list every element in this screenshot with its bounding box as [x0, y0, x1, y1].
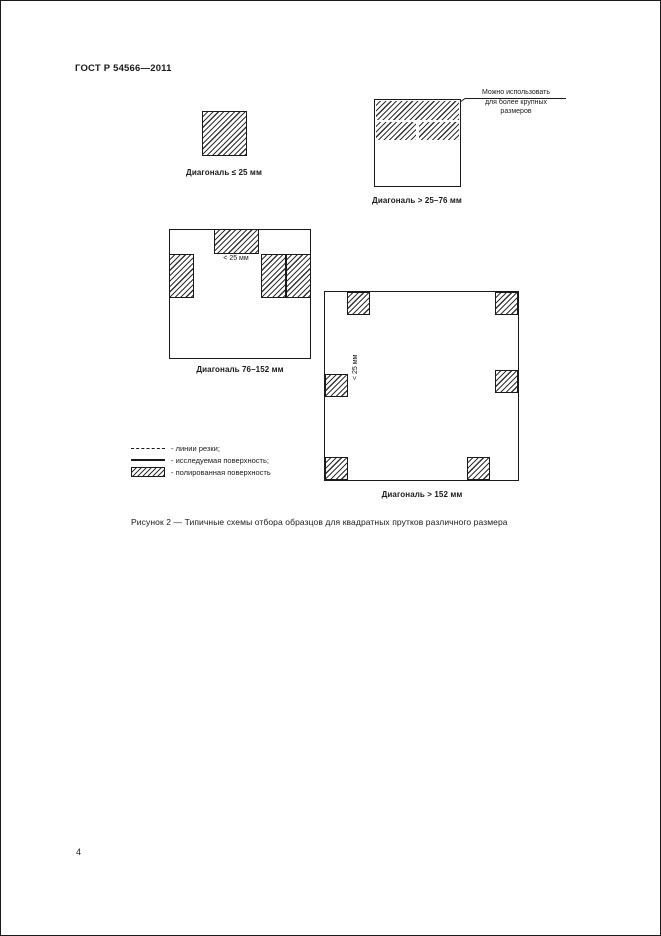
page-number: 4: [76, 847, 82, 857]
figure-label-xlarge: Диагональ > 152 мм: [381, 490, 463, 499]
figure-caption: Рисунок 2 — Типичные схемы отбора образц…: [131, 517, 508, 527]
legend-item-polished-surface: - полированная поверхность: [131, 466, 271, 478]
polished-square-top-center: [214, 229, 259, 254]
polished-square-left: [169, 254, 194, 298]
polished-square-right-inner: [261, 254, 286, 298]
legend-label: - полированная поверхность: [171, 467, 271, 477]
polished-square-mid-left: [325, 374, 348, 397]
polished-strip-right: [419, 122, 459, 140]
polished-strip-top: [376, 101, 459, 120]
legend-label: - линии резки;: [171, 443, 220, 453]
figure-label-large: Диагональ 76–152 мм: [196, 365, 284, 374]
cut-line-sample: [131, 447, 165, 449]
polished-surface-sample: [131, 467, 165, 477]
polished-square-right-edge: [286, 254, 311, 298]
figure-label-medium: Диагональ > 25–76 мм: [372, 196, 462, 205]
polished-square-bottom-left: [325, 457, 348, 480]
polished-strip-left: [376, 122, 416, 140]
legend-label: - исследуемая поверхность;: [171, 455, 269, 465]
examined-surface-sample: [131, 459, 165, 461]
dimension-label-large: < 25 мм: [223, 255, 249, 262]
bar-outline-xlarge: [324, 291, 519, 481]
polished-square-mid-right: [495, 370, 518, 393]
document-header: ГОСТ Р 54566—2011: [75, 63, 172, 74]
figure-label-small: Диагональ ≤ 25 мм: [186, 168, 262, 177]
usage-note: Можно использовать для более крупных раз…: [481, 89, 551, 115]
legend-item-examined-surface: - исследуемая поверхность;: [131, 454, 271, 466]
polished-square-top-left: [347, 292, 370, 315]
legend: - линии резки; - исследуемая поверхность…: [131, 442, 271, 478]
legend-item-cut-lines: - линии резки;: [131, 442, 271, 454]
polished-square-small: [202, 111, 247, 156]
dimension-label-xlarge: < 25 мм: [352, 354, 359, 380]
polished-square-top-right: [495, 292, 518, 315]
polished-square-bottom-right: [467, 457, 490, 480]
